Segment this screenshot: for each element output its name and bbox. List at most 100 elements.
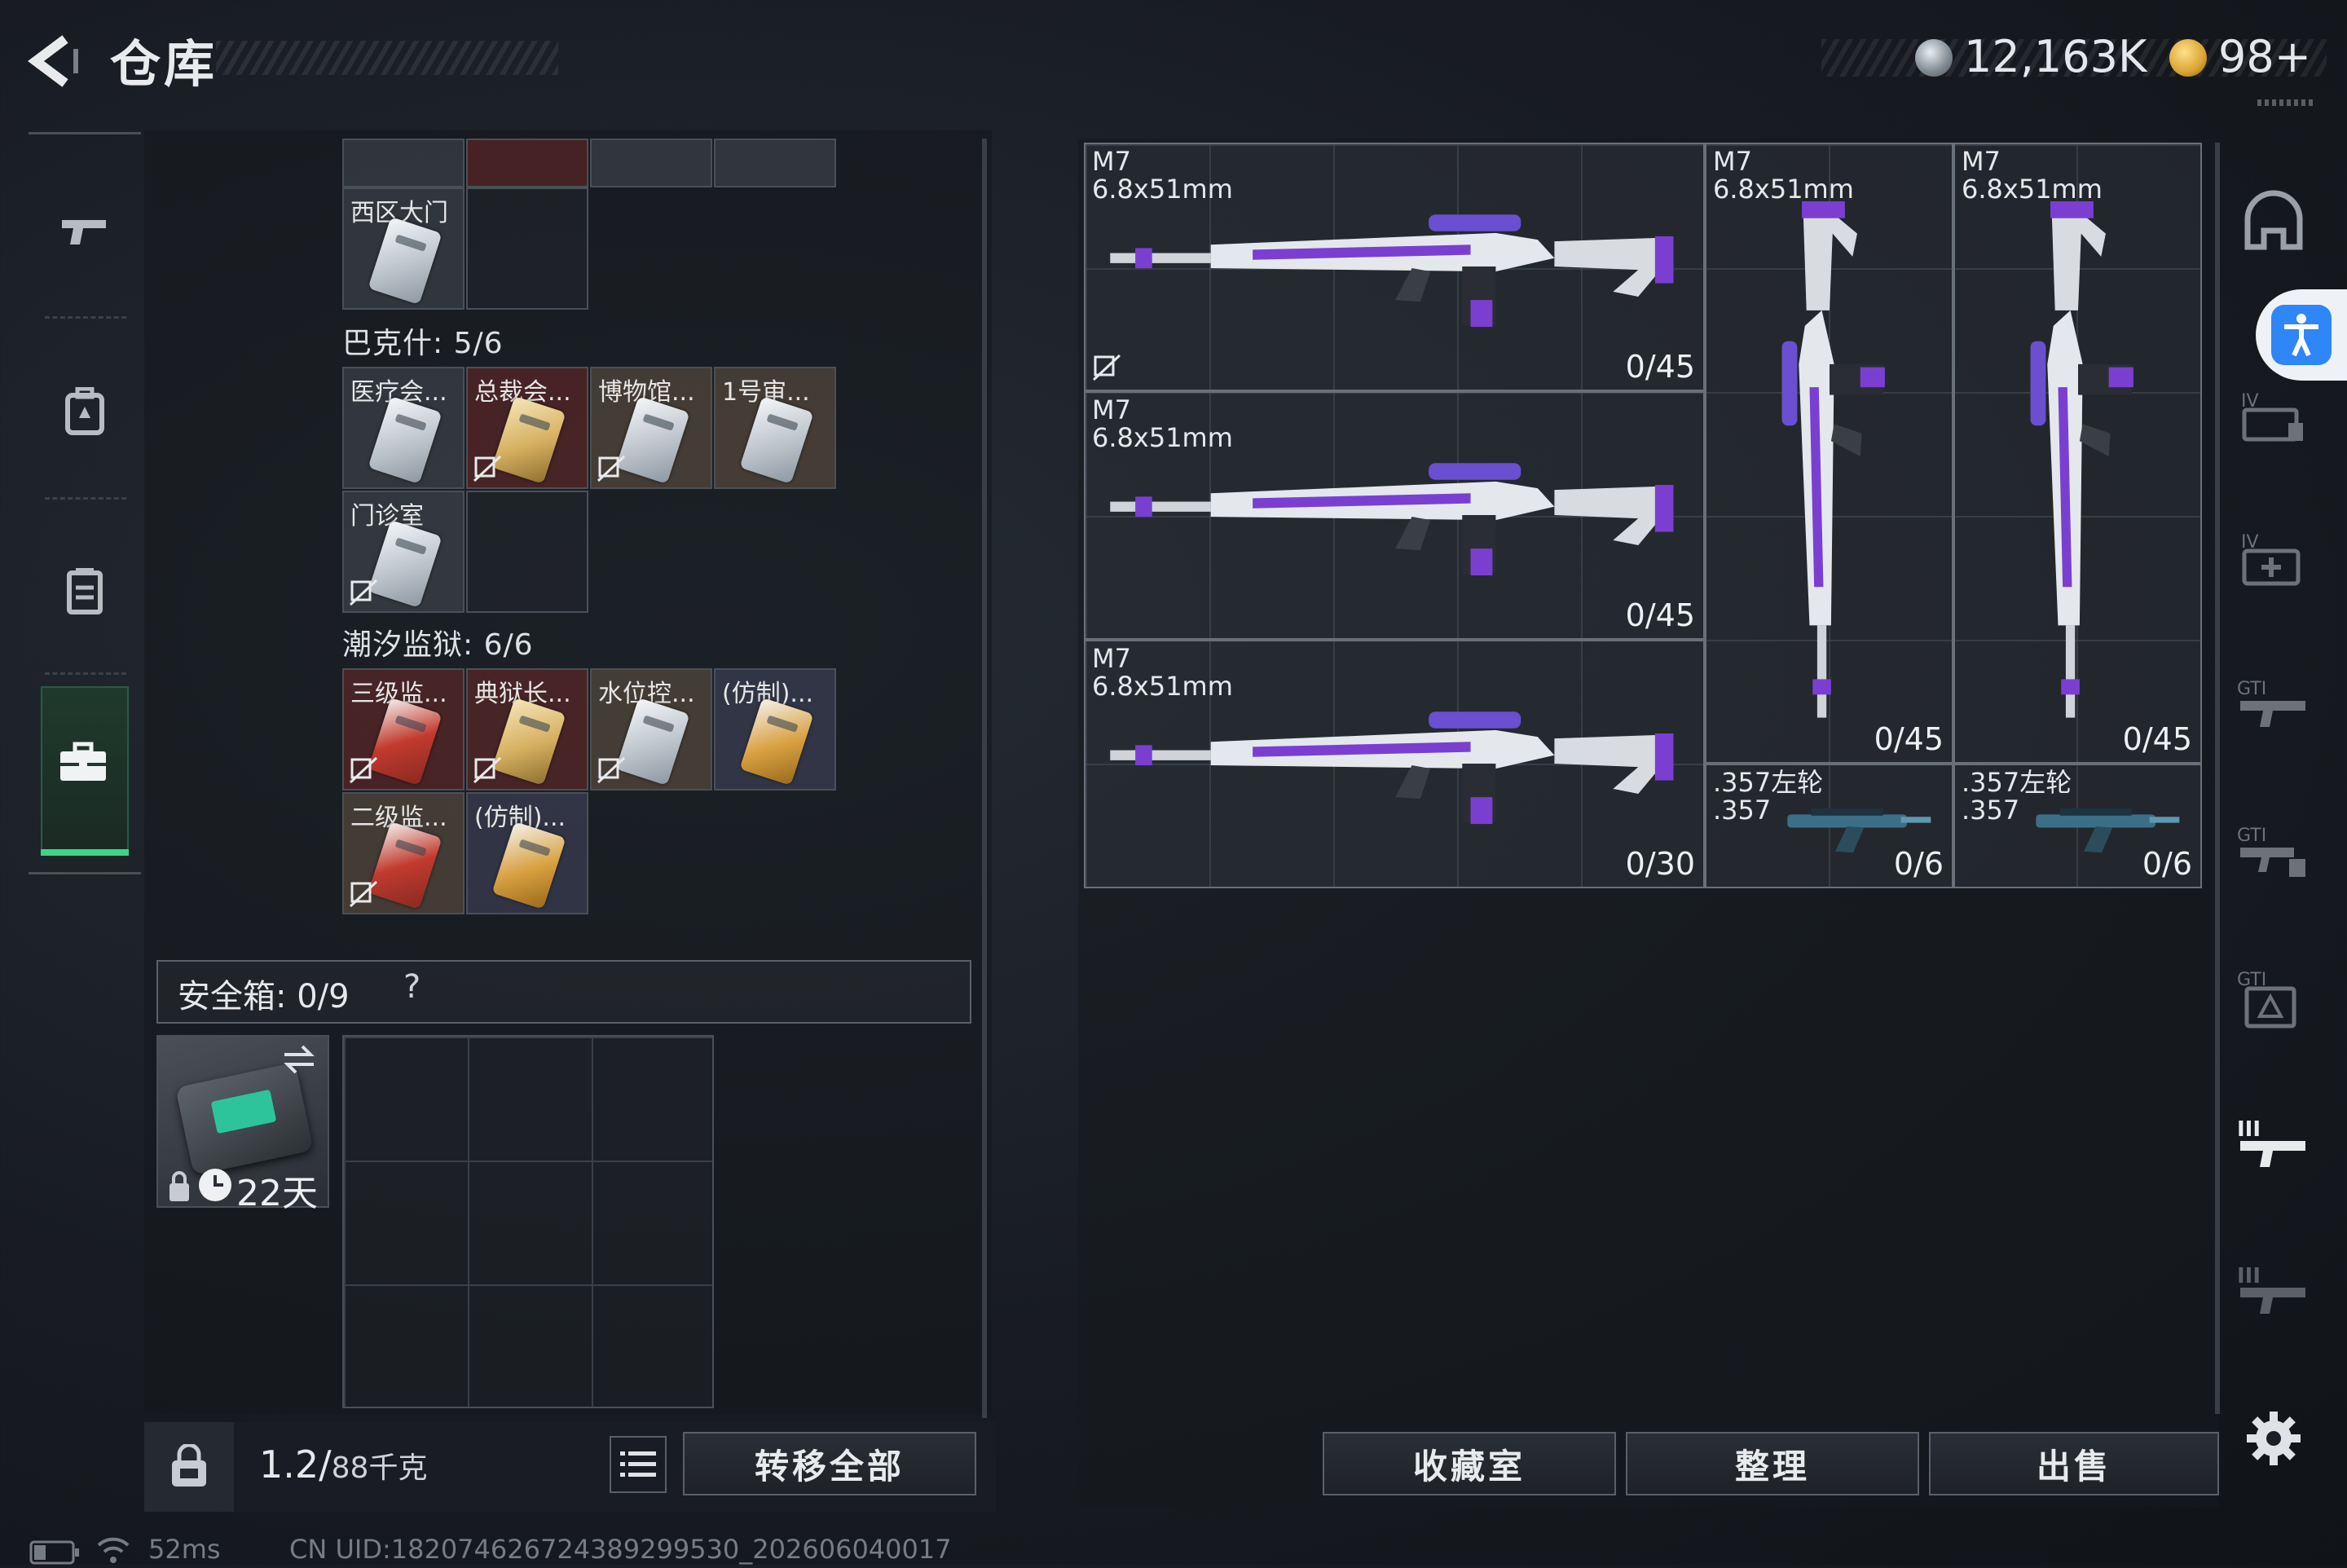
weapon-ammo-count: 0/45 — [1625, 597, 1695, 633]
gti-case-filter[interactable]: GTI — [2229, 807, 2318, 896]
rail-vest-tab[interactable] — [29, 518, 141, 664]
weapon-slot[interactable]: M7 6.8x51mm 0/45 — [1953, 143, 2202, 764]
key-card-slot[interactable]: 门诊室 — [342, 491, 465, 613]
gold-currency-value[interactable]: 98+ — [2218, 31, 2311, 82]
weight-value: 1.2/ — [259, 1442, 332, 1487]
prison-section-title: 潮汐监狱: 6/6 — [342, 628, 534, 662]
weapon-slot[interactable]: M7 6.8x51mm 0/45 — [1084, 391, 1705, 640]
weapon-ammo-count: 0/6 — [1893, 846, 1944, 882]
decoration-bars — [2257, 99, 2316, 106]
loadout-scrollbar[interactable] — [2215, 143, 2220, 1414]
rifle-image — [1102, 682, 1689, 848]
rifle-image — [1756, 187, 1906, 725]
case-iv-filter[interactable]: IV — [2229, 371, 2318, 460]
list-view-button[interactable] — [610, 1436, 667, 1493]
svg-text:IV: IV — [2241, 532, 2259, 553]
key-card-slot[interactable]: 博物馆... — [590, 367, 712, 489]
wifi-icon — [96, 1535, 130, 1568]
tier3-rifle-dim-filter[interactable]: III — [2229, 1247, 2318, 1337]
key-card-slot[interactable]: 西区大门 — [342, 187, 465, 310]
settings-button[interactable] — [2229, 1394, 2318, 1483]
briefcase-icon — [57, 742, 109, 787]
weapon-name: M7 6.8x51mm — [1713, 146, 1854, 205]
svg-text:GTI: GTI — [2237, 679, 2266, 699]
safe-box-title: 安全箱: 0/9 — [178, 978, 350, 1015]
key-card-slot[interactable]: 1号审... — [714, 367, 836, 489]
accessibility-icon-bg — [2271, 305, 2332, 365]
key-card-slot[interactable]: 二级监... — [342, 792, 465, 914]
sell-button[interactable]: 出售 — [1929, 1432, 2219, 1495]
key-card-image — [368, 396, 443, 484]
kg-lock-icon — [172, 1444, 206, 1487]
weight-display: 1.2/88千克 — [259, 1442, 427, 1487]
bound-lock-icon — [597, 756, 626, 786]
medkit-iv-filter[interactable]: IV — [2229, 513, 2318, 603]
gti-rifle-filter[interactable]: GTI — [2229, 660, 2318, 750]
empty-key-slot[interactable] — [466, 187, 588, 310]
key-card-slot[interactable]: 医疗会... — [342, 367, 465, 489]
currency-decoration — [1821, 39, 2327, 77]
safe-box-grid[interactable] — [342, 1035, 714, 1408]
gti-armor-filter[interactable]: GTI — [2229, 954, 2318, 1043]
silver-coin-icon — [1915, 39, 1953, 77]
weapon-slot[interactable]: .357左轮 .357 0/6 — [1705, 764, 1953, 888]
key-slot-partial[interactable] — [590, 139, 712, 187]
key-card-image — [615, 698, 690, 786]
swap-icon[interactable] — [281, 1043, 317, 1079]
active-indicator — [41, 849, 129, 856]
weapon-name: M7 6.8x51mm — [1962, 146, 2103, 205]
key-slot-partial[interactable] — [714, 139, 836, 187]
bound-lock-icon — [349, 579, 378, 608]
key-slot-partial[interactable] — [342, 139, 465, 187]
storage-scrollbar[interactable] — [982, 139, 987, 1418]
rail-weapon-tab[interactable] — [29, 159, 141, 306]
safe-box-help-button[interactable]: ? — [403, 968, 421, 1006]
weight-capacity: 88千克 — [331, 1451, 428, 1485]
key-card-slot[interactable]: 典狱长... — [466, 668, 588, 791]
empty-key-slot[interactable] — [466, 491, 588, 613]
organize-button[interactable]: 整理 — [1626, 1432, 1919, 1495]
gti-rifle-icon: GTI — [2237, 679, 2305, 727]
weapon-name: .357左轮 .357 — [1713, 767, 1824, 826]
bound-lock-icon — [349, 756, 378, 786]
gun-icon — [62, 220, 106, 244]
key-card-label: 门诊室 — [350, 502, 424, 531]
bound-lock-icon — [597, 455, 626, 484]
ping-display: 52ms — [148, 1534, 221, 1565]
tier3-rifle-filter[interactable]: III — [2229, 1100, 2318, 1190]
weapon-name: M7 6.8x51mm — [1092, 643, 1233, 702]
helmet-icon — [2244, 190, 2303, 250]
accessibility-button[interactable] — [2256, 289, 2347, 381]
key-card-slot[interactable]: 三级监... — [342, 668, 465, 791]
weapon-slot[interactable]: M7 6.8x51mm 0/30 — [1084, 640, 1705, 888]
svg-text:III: III — [2237, 1264, 2261, 1288]
key-slot-partial[interactable] — [466, 139, 588, 187]
bound-lock-icon — [473, 455, 502, 484]
backpack-icon — [65, 387, 104, 435]
weapon-name: M7 6.8x51mm — [1092, 394, 1233, 453]
safe-case-days-left: 22天 — [236, 1173, 318, 1214]
battery-icon — [29, 1540, 80, 1568]
weapon-ammo-count: 0/45 — [2122, 721, 2192, 757]
key-card-slot[interactable]: (仿制)... — [714, 668, 836, 791]
transfer-all-button[interactable]: 转移全部 — [683, 1432, 976, 1495]
rail-backpack-tab[interactable] — [29, 338, 141, 485]
tier3-rifle-dim-icon: III — [2237, 1264, 2305, 1314]
clock-icon — [197, 1167, 233, 1206]
rail-divider — [45, 672, 126, 675]
weight-lock-button[interactable] — [144, 1422, 234, 1512]
uid-display: CN UID:18207462672438929953​0_2026060400… — [289, 1534, 952, 1565]
silver-currency-value[interactable]: 12,163K — [1964, 31, 2147, 82]
weapon-ammo-count: 0/30 — [1625, 846, 1695, 882]
key-card-slot[interactable]: (仿制)... — [466, 792, 588, 914]
collection-room-button[interactable]: 收藏室 — [1323, 1432, 1616, 1495]
back-arrow-icon[interactable] — [24, 33, 81, 90]
key-card-slot[interactable]: 水位控... — [590, 668, 712, 791]
bakeshi-section-title: 巴克什: 5/6 — [342, 327, 504, 360]
key-card-slot[interactable]: 总裁会... — [466, 367, 588, 489]
key-card-image — [491, 821, 566, 910]
helmet-filter[interactable] — [2229, 175, 2318, 265]
